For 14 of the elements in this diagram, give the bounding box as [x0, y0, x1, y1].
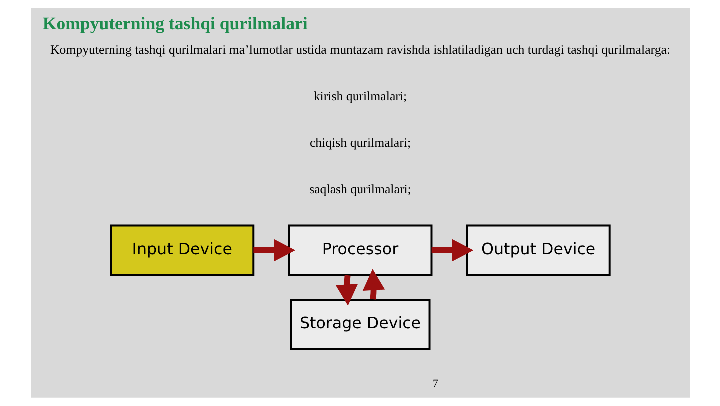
- node-box: Processor: [288, 224, 432, 276]
- arrow: [362, 269, 385, 300]
- diagram-title: Kompyuterning tashqi qurilmalari: [42, 13, 308, 34]
- label: kirish qurilmalari;: [313, 89, 407, 104]
- arrow: [335, 275, 358, 306]
- label: 7: [432, 378, 438, 390]
- arrow: [253, 239, 296, 262]
- arrow: [431, 239, 474, 262]
- label: Kompyuterning tashqi qurilmalari ma’lumotlar ustida muntazam ravishda ishlatiladigan uch turdagi tashqi qurilmalarga:: [50, 42, 670, 57]
- node-box: Storage Device: [290, 298, 430, 350]
- node-box: Output Device: [466, 224, 610, 276]
- label: chiqish qurilmalari;: [309, 136, 411, 150]
- label: saqlash qurilmalari;: [309, 182, 411, 196]
- node-box: Input Device: [110, 224, 254, 276]
